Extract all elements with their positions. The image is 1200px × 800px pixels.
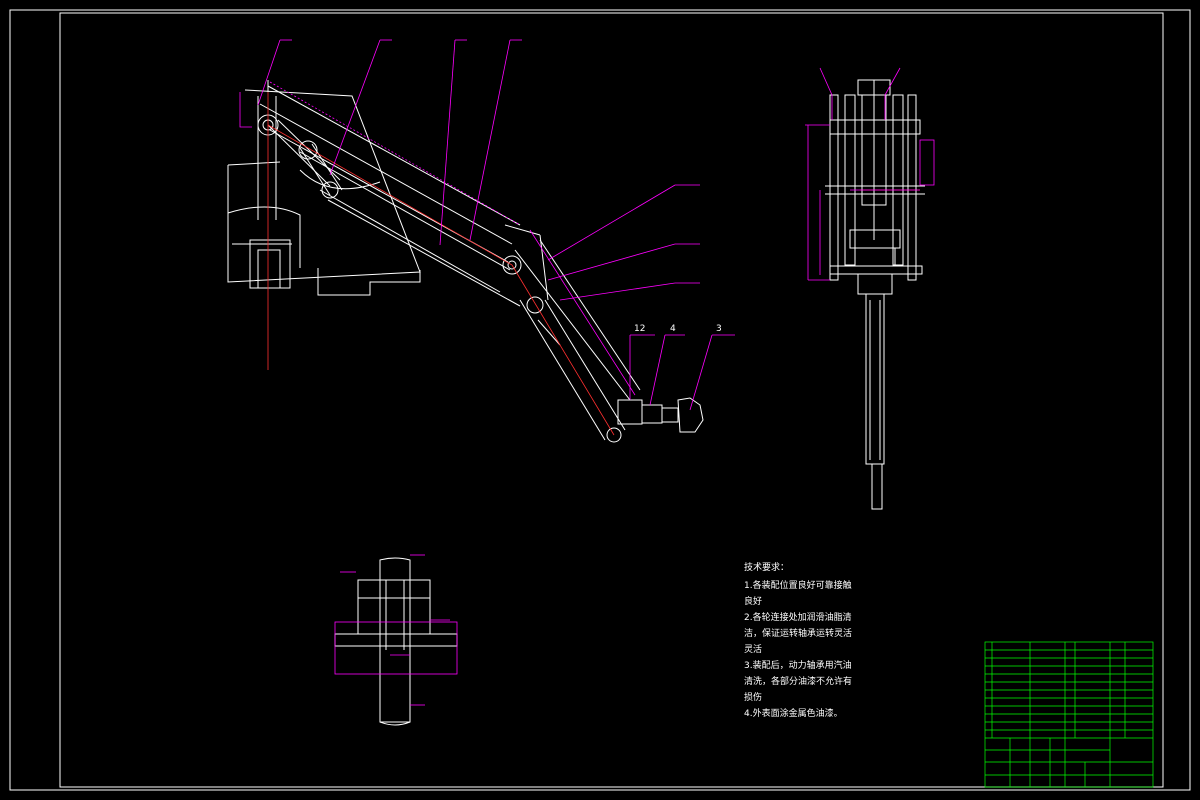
balloon-3: 3: [716, 324, 722, 334]
balloon-labels: 12 4 3: [634, 324, 722, 334]
main-arm-view: [227, 80, 704, 443]
balloon-4: 4: [670, 324, 676, 334]
annotations: [239, 39, 735, 411]
outer-frame: [9, 9, 1191, 791]
technical-notes: 技术要求： 1.各装配位置良好可靠接触良好 2.各轮连接处加润滑油脂清洁，保证运…: [744, 560, 854, 722]
title-block: [984, 641, 1154, 788]
note-item-2: 2.各轮连接处加润滑油脂清洁，保证运转轴承运转灵活灵活: [744, 613, 853, 655]
note-item-4: 4.外表面涂金属色油漆。: [744, 709, 843, 719]
note-item-1: 1.各装配位置良好可靠接触良好: [744, 581, 852, 607]
detail-view: [334, 557, 458, 726]
centerlines: [267, 92, 920, 436]
note-item-3: 3.装配后，动力轴承用汽油清洗，各部分油漆不允许有损伤: [744, 661, 853, 703]
balloon-12: 12: [634, 324, 645, 334]
notes-title: 技术要求：: [744, 563, 790, 573]
inner-frame: [59, 12, 1164, 788]
side-view: [825, 79, 925, 510]
side-view-annotations: [805, 67, 935, 281]
detail-view-annotations: [334, 554, 458, 706]
